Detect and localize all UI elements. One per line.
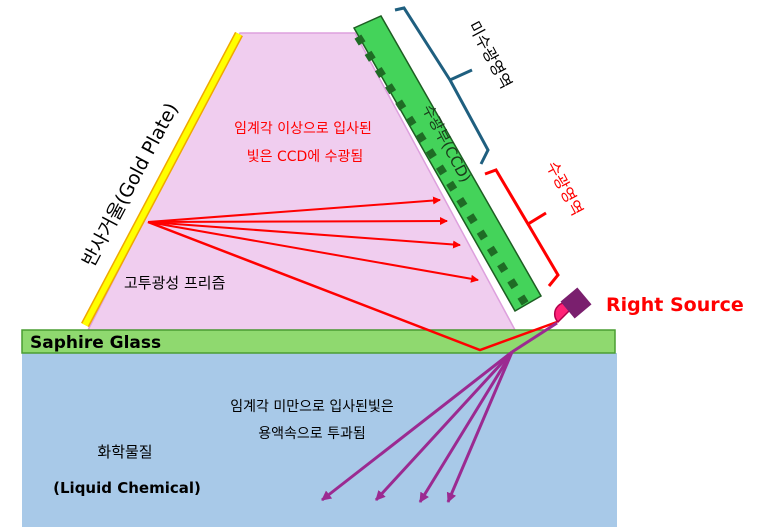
ccd-pixel	[466, 213, 478, 225]
ray-arrow	[446, 351, 514, 503]
liquid-label-1: 화학물질	[97, 443, 152, 461]
ray-arrow	[321, 350, 513, 502]
ccd-pixel	[425, 148, 437, 160]
ccd-pixel	[476, 229, 488, 241]
light-source-icon	[553, 287, 592, 324]
ccd-pixel	[395, 99, 407, 111]
reflected-rays	[147, 196, 558, 352]
above-critical-text-2: 빛은 CCD에 수광됨	[247, 149, 364, 165]
ray-arrow	[147, 217, 448, 226]
gold-plate-fill	[82, 32, 242, 327]
ray-arrow	[374, 350, 514, 502]
incident-ray	[147, 220, 558, 352]
ccd-pixel	[354, 34, 366, 46]
receiving-area-label: 수광영역	[542, 158, 586, 219]
light-source-label: Right Source	[606, 294, 744, 316]
non-receiving-bracket	[394, 6, 490, 165]
ccd-pixel	[446, 180, 458, 192]
ray-arrow	[147, 196, 441, 223]
prism-label: 고투광성 프리즘	[124, 274, 225, 292]
above-critical-text-1: 임계각 이상으로 입사된	[234, 121, 372, 137]
below-critical-text-2: 용액속으로 투과됨	[258, 426, 366, 442]
ccd-pixel	[364, 50, 376, 62]
non-receiving-area-label: 미수광영역	[464, 18, 515, 92]
ray	[511, 321, 558, 354]
ccd-pixel	[374, 66, 386, 79]
saphire-glass-label: Saphire Glass	[30, 333, 161, 353]
ccd-sensor	[352, 15, 543, 313]
saphire-glass	[21, 329, 616, 354]
ccd-pixel	[405, 115, 417, 127]
liquid-chemical-region	[22, 353, 617, 527]
ccd-pixel	[435, 164, 448, 176]
ccd-pixel	[517, 294, 529, 306]
ray-arrow	[147, 221, 461, 249]
below-critical-text-1: 임계각 미만으로 입사된빛은	[230, 399, 394, 415]
ccd-pixel	[385, 83, 397, 95]
ray-arrow	[418, 351, 514, 503]
ccd-pixel	[456, 196, 468, 209]
ccd-pixel	[486, 245, 498, 257]
ccd-pixels	[354, 34, 529, 306]
ccd-pixel	[415, 131, 427, 144]
ray-arrow	[147, 221, 479, 283]
receiving-bracket	[484, 168, 560, 287]
ccd-pixel	[497, 261, 509, 274]
ccd-pixel	[507, 278, 519, 290]
transmitted-rays	[321, 321, 558, 503]
liquid-label-2: (Liquid Chemical)	[53, 479, 201, 497]
